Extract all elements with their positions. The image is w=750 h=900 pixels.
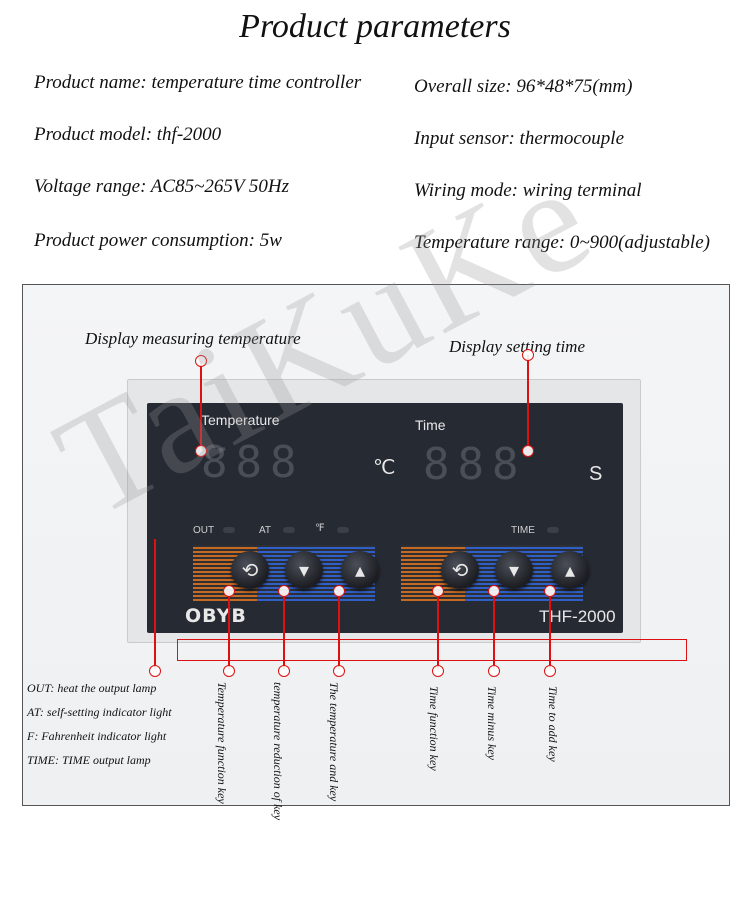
marker-temp-function: [223, 665, 235, 677]
label-time-function-key: Time function key: [427, 686, 441, 771]
marker-time-down-top: [488, 585, 500, 597]
legend-at: AT: self-setting indicator light: [27, 705, 172, 719]
time-down-key[interactable]: ▾: [495, 551, 533, 589]
param-input-sensor: Input sensor: thermocouple: [414, 128, 625, 149]
time-display: 888: [423, 439, 527, 490]
param-wiring-mode: Wiring mode: wiring terminal: [414, 180, 642, 201]
marker-temp-down-top: [278, 585, 290, 597]
param-product-name: Product name: temperature time controlle…: [34, 72, 362, 93]
time-function-key[interactable]: ⟲: [441, 551, 479, 589]
param-temperature-range: Temperature range: 0~900(adjustable): [414, 232, 710, 253]
label-temperature-and-key: The temperature and key: [327, 682, 341, 802]
leader-line-time-up: [549, 591, 551, 669]
marker-time-display-top: [522, 349, 534, 361]
temperature-label: Temperature: [201, 412, 280, 428]
leader-line-temp-display: [200, 361, 202, 451]
loop-arrow-icon: ⟲: [451, 558, 469, 582]
fahrenheit-indicator-lamp: [337, 527, 349, 533]
temperature-down-key[interactable]: ▾: [285, 551, 323, 589]
marker-temp-display: [195, 445, 207, 457]
model-label: THF-2000: [539, 607, 616, 626]
param-overall-size: Overall size: 96*48*75(mm): [414, 76, 633, 97]
legend-time: TIME: TIME output lamp: [27, 753, 151, 767]
annotation-display-temperature: Display measuring temperature: [85, 329, 301, 348]
leader-line-temp-function: [228, 591, 230, 669]
product-photo: Display measuring temperature Display se…: [22, 284, 730, 806]
time-up-key[interactable]: ▴: [551, 551, 589, 589]
marker-temp-function-top: [223, 585, 235, 597]
marker-time-up: [544, 665, 556, 677]
label-temperature-function-key: Temperature function key: [215, 682, 229, 804]
marker-temp-up-top: [333, 585, 345, 597]
marker-time-display: [522, 445, 534, 457]
marker-indicators: [149, 665, 161, 677]
indicator-highlight-box: [177, 639, 687, 661]
temperature-up-key[interactable]: ▴: [341, 551, 379, 589]
label-time-add-key: Time to add key: [546, 686, 560, 762]
label-temperature-reduction-key: temperature reduction of key: [271, 682, 285, 821]
page-title: Product parameters: [239, 8, 511, 45]
param-power-consumption: Product power consumption: 5w: [34, 230, 282, 251]
leader-line-temp-up: [338, 591, 340, 669]
out-indicator-lamp: [223, 527, 235, 533]
label-time-minus-key: Time minus key: [485, 686, 499, 760]
double-chevron-up-icon: ▴: [354, 558, 366, 582]
time-indicator-label: TIME: [511, 525, 535, 536]
leader-line-temp-down: [283, 591, 285, 669]
marker-time-up-top: [544, 585, 556, 597]
marker-time-down: [488, 665, 500, 677]
leader-line-time-function: [437, 591, 439, 669]
double-chevron-down-icon: ▾: [298, 558, 310, 582]
marker-time-function: [432, 665, 444, 677]
marker-temp-display-top: [195, 355, 207, 367]
loop-arrow-icon: ⟲: [241, 558, 259, 582]
time-label: Time: [415, 417, 446, 433]
seconds-unit: S: [589, 463, 603, 485]
controller-panel: Temperature Time 888 ℃ 888 S OUT AT ℉ TI…: [147, 403, 687, 661]
at-indicator-label: AT: [259, 525, 272, 536]
temperature-display: 888: [201, 437, 305, 488]
legend-out: OUT: heat the output lamp: [27, 681, 157, 695]
param-voltage-range: Voltage range: AC85~265V 50Hz: [34, 176, 289, 197]
brand-logo: OBYB: [185, 605, 247, 627]
fahrenheit-indicator-label: ℉: [315, 523, 325, 534]
marker-temp-down: [278, 665, 290, 677]
leader-line-time-display: [527, 355, 529, 451]
param-product-model: Product model: thf-2000: [34, 124, 222, 145]
celsius-unit: ℃: [373, 457, 396, 479]
leader-line-indicators: [154, 539, 156, 669]
marker-temp-up: [333, 665, 345, 677]
annotation-display-time: Display setting time: [449, 337, 585, 356]
double-chevron-down-icon: ▾: [508, 558, 520, 582]
at-indicator-lamp: [283, 527, 295, 533]
out-indicator-label: OUT: [193, 525, 215, 536]
leader-line-time-down: [493, 591, 495, 669]
legend-fahrenheit: F: Fahrenheit indicator light: [27, 729, 167, 743]
temperature-function-key[interactable]: ⟲: [231, 551, 269, 589]
double-chevron-up-icon: ▴: [564, 558, 576, 582]
marker-time-function-top: [432, 585, 444, 597]
time-indicator-lamp: [547, 527, 559, 533]
